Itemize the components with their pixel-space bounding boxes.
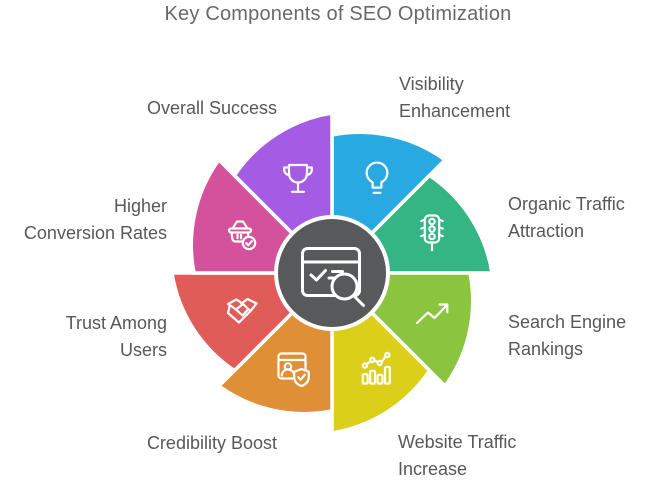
- label-line: Rankings: [508, 339, 584, 359]
- label-visibility-enhancement: Visibility Enhancement: [399, 71, 510, 125]
- traffic-light-icon: [420, 214, 444, 252]
- credibility-badge-icon: [277, 352, 310, 388]
- label-line: Attraction: [508, 221, 585, 241]
- handshake-icon: [226, 297, 258, 324]
- shopping-basket-icon: [227, 220, 257, 251]
- label-higher-conversion-rates: Higher Conversion Rates: [0, 193, 167, 247]
- lightbulb-icon: [365, 161, 389, 194]
- center-circle: [274, 215, 390, 331]
- label-website-traffic-increase: Website Traffic Increase: [398, 429, 516, 482]
- analytics-icon: [361, 351, 391, 385]
- label-line: Credibility Boost: [146, 433, 277, 453]
- label-overall-success: Overall Success: [0, 95, 277, 122]
- label-line: Visibility: [399, 74, 464, 94]
- label-line: Increase: [398, 459, 468, 479]
- label-credibility-boost: Credibility Boost: [0, 430, 277, 457]
- trend-up-icon: [415, 303, 449, 325]
- label-line: Users: [119, 340, 167, 360]
- browser-search-icon: [301, 247, 365, 307]
- label-line: Trust Among: [65, 313, 167, 333]
- trophy-icon: [283, 163, 313, 193]
- label-line: Conversion Rates: [23, 223, 167, 243]
- label-organic-traffic-attraction: Organic Traffic Attraction: [508, 191, 625, 245]
- label-line: Overall Success: [146, 98, 277, 118]
- label-line: Enhancement: [399, 101, 511, 121]
- label-line: Organic Traffic: [508, 194, 625, 214]
- label-line: Search Engine: [508, 312, 627, 332]
- label-trust-among-users: Trust Among Users: [0, 310, 167, 364]
- page-title: Key Components of SEO Optimization: [164, 3, 512, 25]
- label-search-engine-rankings: Search Engine Rankings: [508, 309, 626, 363]
- label-line: Website Traffic: [398, 432, 517, 452]
- label-line: Higher: [113, 196, 167, 216]
- petal-group: [169, 110, 495, 436]
